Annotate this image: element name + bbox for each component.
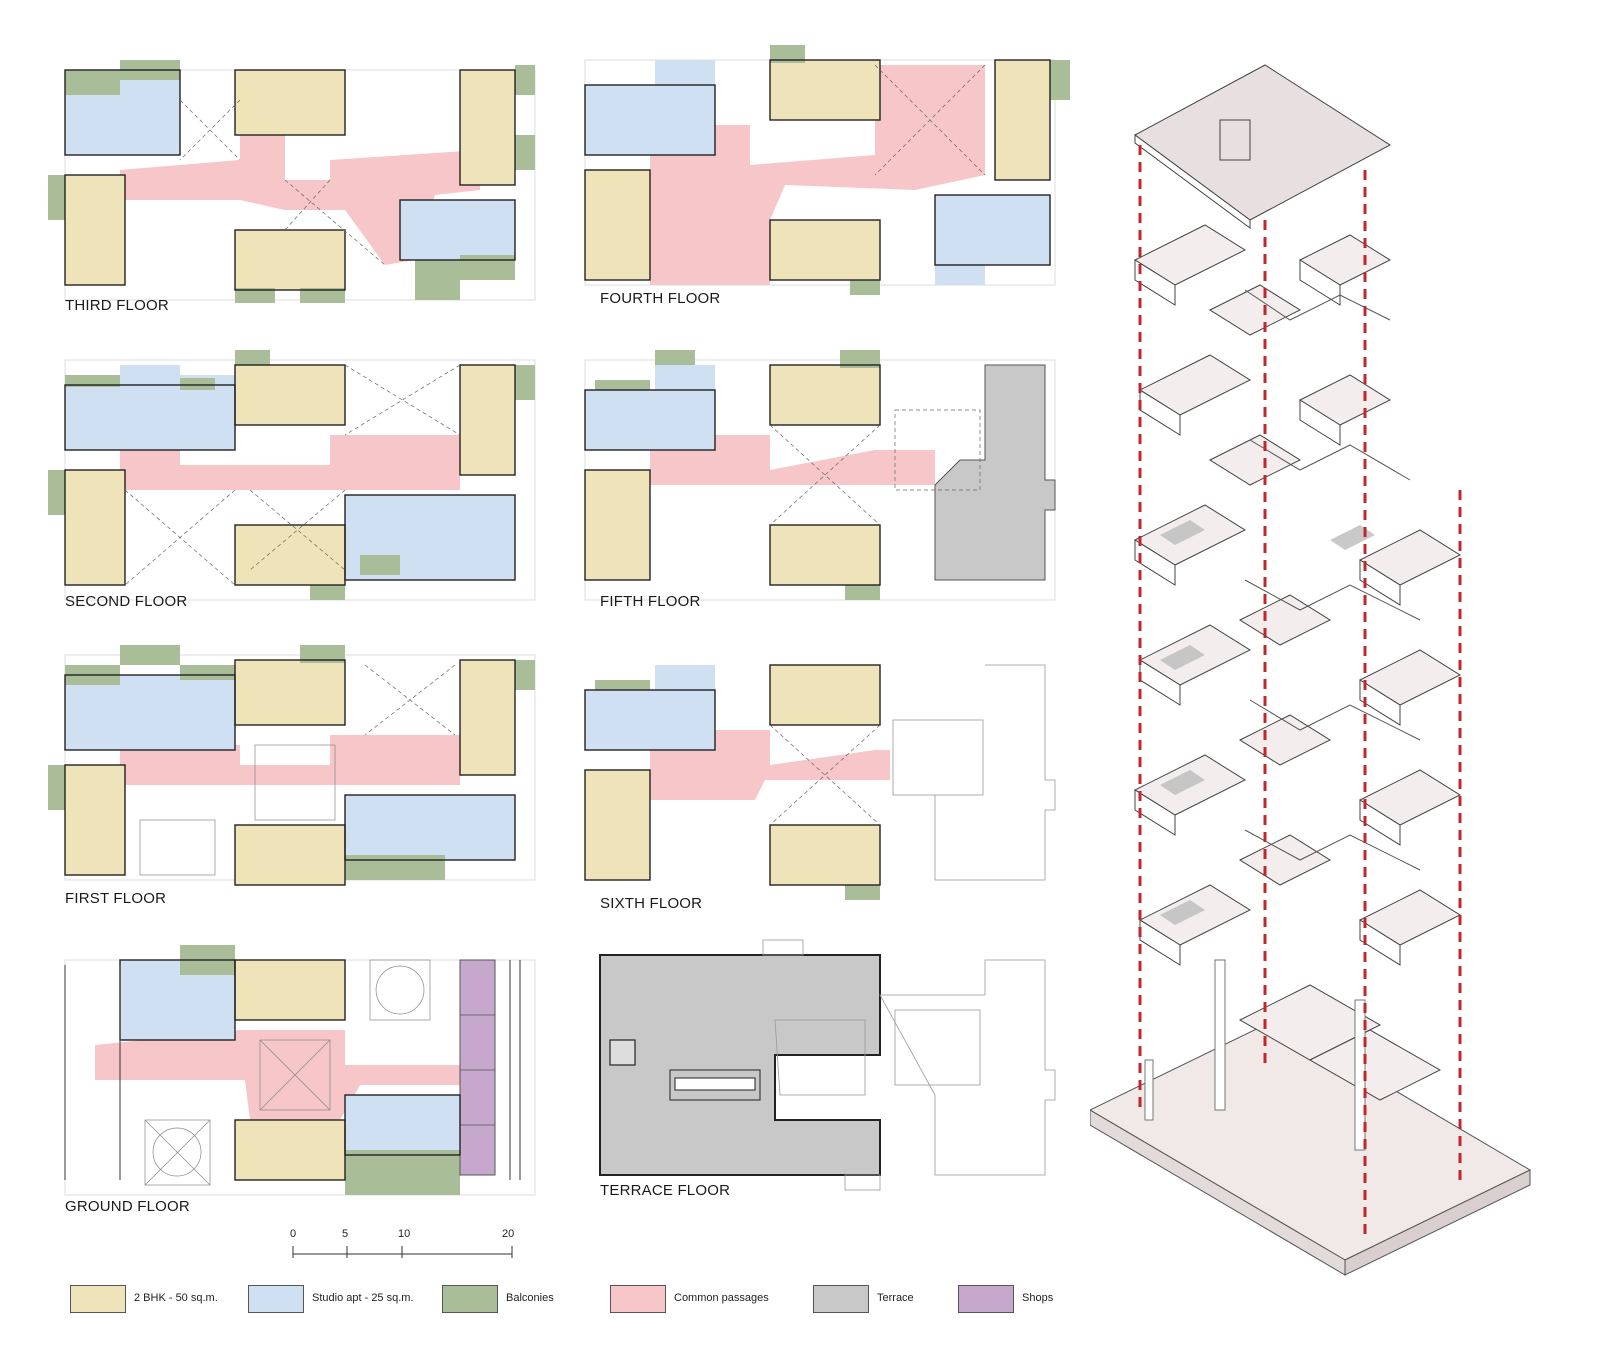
first-floor-drawing bbox=[48, 645, 536, 886]
axonometric-drawing bbox=[1088, 64, 1532, 1276]
legend-label-terrace: Terrace bbox=[877, 1292, 914, 1304]
legend-swatch-balconies bbox=[442, 1285, 498, 1313]
scale-tick: 10 bbox=[398, 1228, 411, 1240]
ground-floor-plan: GROUND FLOOR bbox=[40, 945, 540, 1215]
legend-label-2bhk: 2 BHK - 50 sq.m. bbox=[134, 1292, 218, 1304]
floor-label-fifth: FIFTH FLOOR bbox=[600, 593, 701, 610]
floor-label-second: SECOND FLOOR bbox=[65, 593, 188, 610]
scale-tick: 5 bbox=[342, 1228, 349, 1240]
fourth-floor-plan: FOURTH FLOOR bbox=[575, 45, 1075, 307]
legend-label-balconies: Balconies bbox=[506, 1292, 554, 1304]
legend-swatch-passages bbox=[610, 1285, 666, 1313]
terrace-floor-plan: TERRACE FLOOR bbox=[575, 939, 1075, 1200]
second-floor-plan: SECOND FLOOR bbox=[40, 350, 540, 610]
exploded-axonometric bbox=[1088, 60, 1570, 1305]
third-floor-plan: THIRD FLOOR bbox=[40, 60, 540, 314]
legend-swatch-studio bbox=[248, 1285, 304, 1313]
sixth-floor-drawing bbox=[584, 664, 1056, 900]
legend-swatch-shops bbox=[958, 1285, 1014, 1313]
legend-label-passages: Common passages bbox=[674, 1292, 769, 1304]
floor-label-first: FIRST FLOOR bbox=[65, 890, 167, 907]
floor-label-third: THIRD FLOOR bbox=[65, 297, 169, 314]
scale-tick: 0 bbox=[290, 1228, 297, 1240]
floor-label-fourth: FOURTH FLOOR bbox=[600, 290, 721, 307]
legend-swatch-terrace bbox=[813, 1285, 869, 1313]
second-floor-drawing bbox=[48, 350, 536, 601]
legend-label-shops: Shops bbox=[1022, 1292, 1054, 1304]
floor-label-ground: GROUND FLOOR bbox=[65, 1198, 190, 1215]
third-floor-drawing bbox=[48, 60, 536, 303]
floor-label-sixth: SIXTH FLOOR bbox=[600, 895, 703, 912]
legend: 2 BHK - 50 sq.m. Studio apt - 25 sq.m. B… bbox=[60, 1285, 1120, 1319]
sixth-floor-plan: SIXTH FLOOR bbox=[575, 650, 1075, 912]
first-floor-plan: FIRST FLOOR bbox=[40, 645, 540, 907]
terrace-floor-drawing bbox=[599, 939, 1056, 1191]
fourth-floor-drawing bbox=[584, 45, 1070, 295]
fifth-floor-drawing bbox=[584, 350, 1056, 601]
fifth-floor-plan: FIFTH FLOOR bbox=[575, 350, 1075, 610]
scale-bar: 0 5 10 20 bbox=[290, 1228, 520, 1262]
scale-line bbox=[292, 1246, 513, 1258]
floor-label-terrace: TERRACE FLOOR bbox=[600, 1182, 731, 1199]
legend-swatch-2bhk bbox=[70, 1285, 126, 1313]
ground-floor-drawing bbox=[64, 945, 536, 1196]
legend-label-studio: Studio apt - 25 sq.m. bbox=[312, 1292, 414, 1304]
scale-tick: 20 bbox=[502, 1228, 515, 1240]
